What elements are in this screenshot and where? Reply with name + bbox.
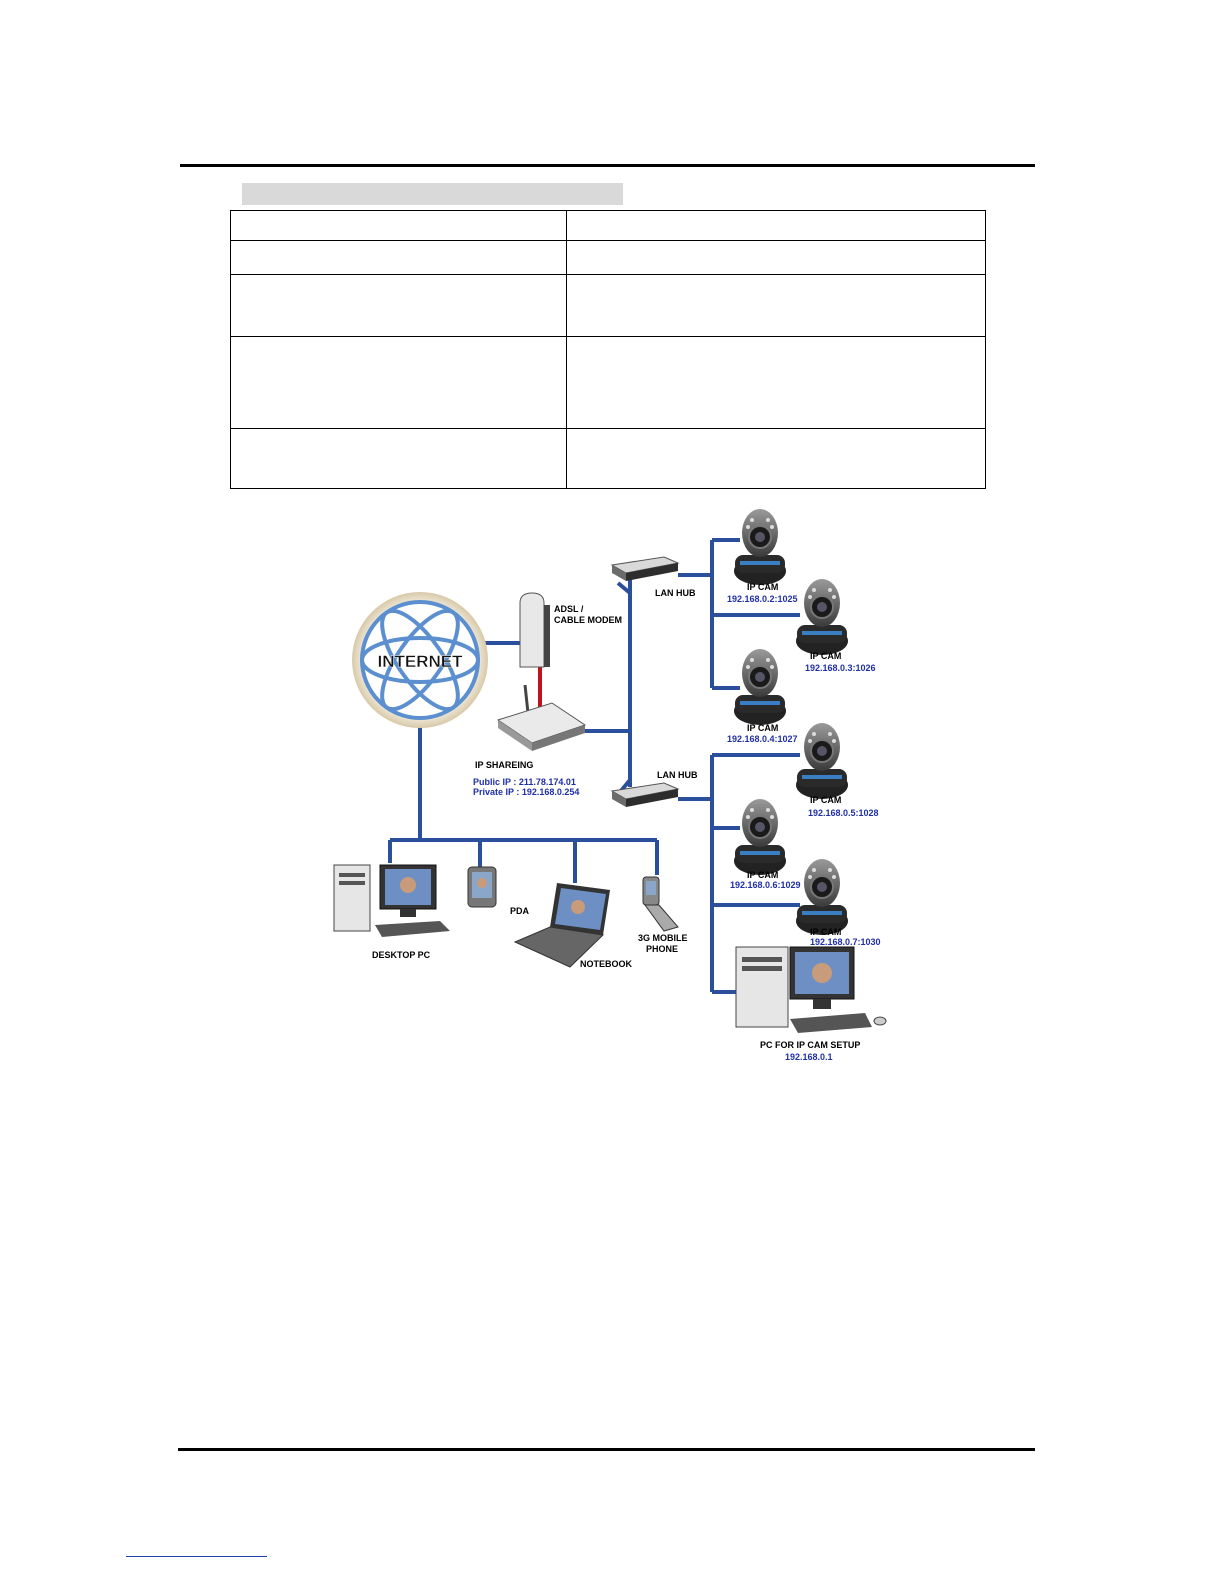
cam-2-ip: 192.168.0.3:1026 — [805, 663, 876, 673]
cam-6-ip: 192.168.0.7:1030 — [810, 937, 881, 947]
network-diagram: INTERNET ADSL / CABLE MODEM IP SHAREING … — [320, 495, 910, 1070]
cam-2-label: IP CAM — [810, 651, 841, 661]
spec-table-row — [231, 211, 986, 241]
ip-camera-icon — [796, 579, 848, 655]
header-rule — [180, 164, 1035, 167]
modem-icon — [520, 593, 550, 667]
spec-table-cell-label — [231, 429, 567, 489]
modem-label-1: ADSL / — [554, 604, 584, 614]
spec-table-row — [231, 337, 986, 429]
lan-hub-1-label: LAN HUB — [655, 588, 696, 598]
lan-hub-icon — [612, 557, 678, 581]
ip-camera-icon — [734, 649, 786, 725]
cam-5-ip: 192.168.0.6:1029 — [730, 880, 801, 890]
section-heading-bar — [242, 183, 623, 205]
mobile-label-1: 3G MOBILE — [638, 933, 688, 943]
footer-rule — [178, 1448, 1035, 1451]
spec-table-cell-value — [567, 429, 986, 489]
ip-camera-icon — [734, 509, 786, 585]
pda-icon — [468, 867, 496, 907]
cam-4-label: IP CAM — [810, 795, 841, 805]
desktop-pc-icon — [334, 865, 450, 937]
spec-table-row — [231, 241, 986, 275]
ip-sharing-public: Public IP : 211.78.174.01 — [473, 777, 576, 787]
ip-sharing-private: Private IP : 192.168.0.254 — [473, 787, 579, 797]
spec-table-cell-label — [231, 211, 567, 241]
cam-4-ip: 192.168.0.5:1028 — [808, 808, 879, 818]
ip-camera-icon — [796, 859, 848, 935]
setup-pc-icon — [736, 947, 886, 1033]
internet-globe-icon: INTERNET — [352, 592, 488, 728]
cam-3-label: IP CAM — [747, 723, 778, 733]
cam-6-label: IP CAM — [810, 927, 841, 937]
lan-hub-2-label: LAN HUB — [657, 770, 698, 780]
cam-1-ip: 192.168.0.2:1025 — [727, 594, 798, 604]
spec-table-cell-label — [231, 275, 567, 337]
modem-label-2: CABLE MODEM — [554, 615, 622, 625]
spec-table — [230, 210, 986, 489]
notebook-label: NOTEBOOK — [580, 959, 633, 969]
spec-table-cell-value — [567, 337, 986, 429]
cam-1-label: IP CAM — [747, 582, 778, 592]
desktop-pc-label: DESKTOP PC — [372, 950, 431, 960]
internet-label: INTERNET — [378, 652, 464, 671]
spec-table-cell-value — [567, 275, 986, 337]
spec-table-row — [231, 275, 986, 337]
spec-table-cell-label — [231, 241, 567, 275]
ip-sharing-label: IP SHAREING — [475, 760, 533, 770]
notebook-icon — [515, 883, 610, 967]
mobile-label-2: PHONE — [646, 944, 678, 954]
setup-pc-ip: 192.168.0.1 — [785, 1052, 833, 1062]
cam-5-label: IP CAM — [747, 870, 778, 880]
ip-camera-icon — [734, 799, 786, 875]
spec-table-cell-label — [231, 337, 567, 429]
footer-link-underline[interactable] — [126, 1556, 267, 1557]
spec-table-cell-value — [567, 241, 986, 275]
cam-3-ip: 192.168.0.4:1027 — [727, 734, 798, 744]
pda-label: PDA — [510, 906, 530, 916]
setup-pc-label: PC FOR IP CAM SETUP — [760, 1040, 860, 1050]
spec-table-cell-value — [567, 211, 986, 241]
spec-table-row — [231, 429, 986, 489]
mobile-phone-icon — [643, 877, 678, 931]
ip-camera-icon — [796, 723, 848, 799]
